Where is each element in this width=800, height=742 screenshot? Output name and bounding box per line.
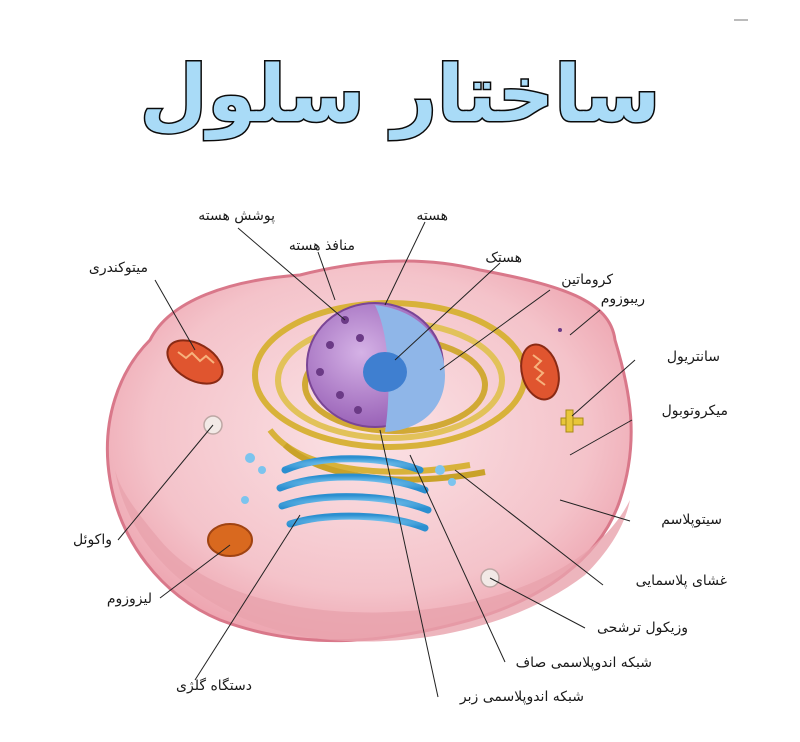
labels: پوشش هسته هسته منافذ هسته هستک کروماتین … <box>73 208 728 705</box>
label-mitochondria: میتوکندری <box>89 260 148 276</box>
lysosome-shape <box>207 523 253 557</box>
page-title: ساختار سلول <box>138 49 662 142</box>
golgi-apparatus <box>276 455 432 532</box>
mitochondrion-right <box>520 343 560 401</box>
label-lysosome: لیزوزوم <box>107 591 152 607</box>
label-golgi: دستگاه گلژی <box>176 677 252 694</box>
mitochondrion-left <box>166 339 224 385</box>
label-smooth-er: شبکه اندوپلاسمی صاف <box>516 655 652 671</box>
label-plasma-membrane: غشای پلاسمایی <box>636 573 727 589</box>
nucleolus-shape <box>363 352 407 392</box>
label-nucleolus: هستک <box>485 250 522 266</box>
label-rough-er: شبکه اندوپلاسمی زبر <box>459 689 584 705</box>
cell-rim <box>115 470 630 642</box>
label-centriole: سانتریول <box>667 349 720 365</box>
vesicles <box>241 453 456 504</box>
label-chromatin: کروماتین <box>561 272 613 288</box>
nucleus <box>306 302 445 432</box>
label-cytoplasm: سیتوپلاسم <box>661 512 722 528</box>
label-secretory-vesicle: وزیکول ترشحی <box>597 620 688 636</box>
centriole-shape <box>560 409 584 433</box>
label-ribosome: ریبوزوم <box>601 291 645 307</box>
label-nucleus: هسته <box>416 208 448 224</box>
label-vacuole: واکوئل <box>73 532 112 548</box>
ribosome-dots <box>558 328 562 332</box>
label-microtubule: میکروتوبول <box>662 403 728 419</box>
nucleus-cutaway <box>375 305 445 432</box>
leader-lines <box>117 221 636 698</box>
label-nuclear-envelope: پوشش هسته <box>198 208 275 224</box>
label-nuclear-pore: منافذ هسته <box>289 238 355 254</box>
